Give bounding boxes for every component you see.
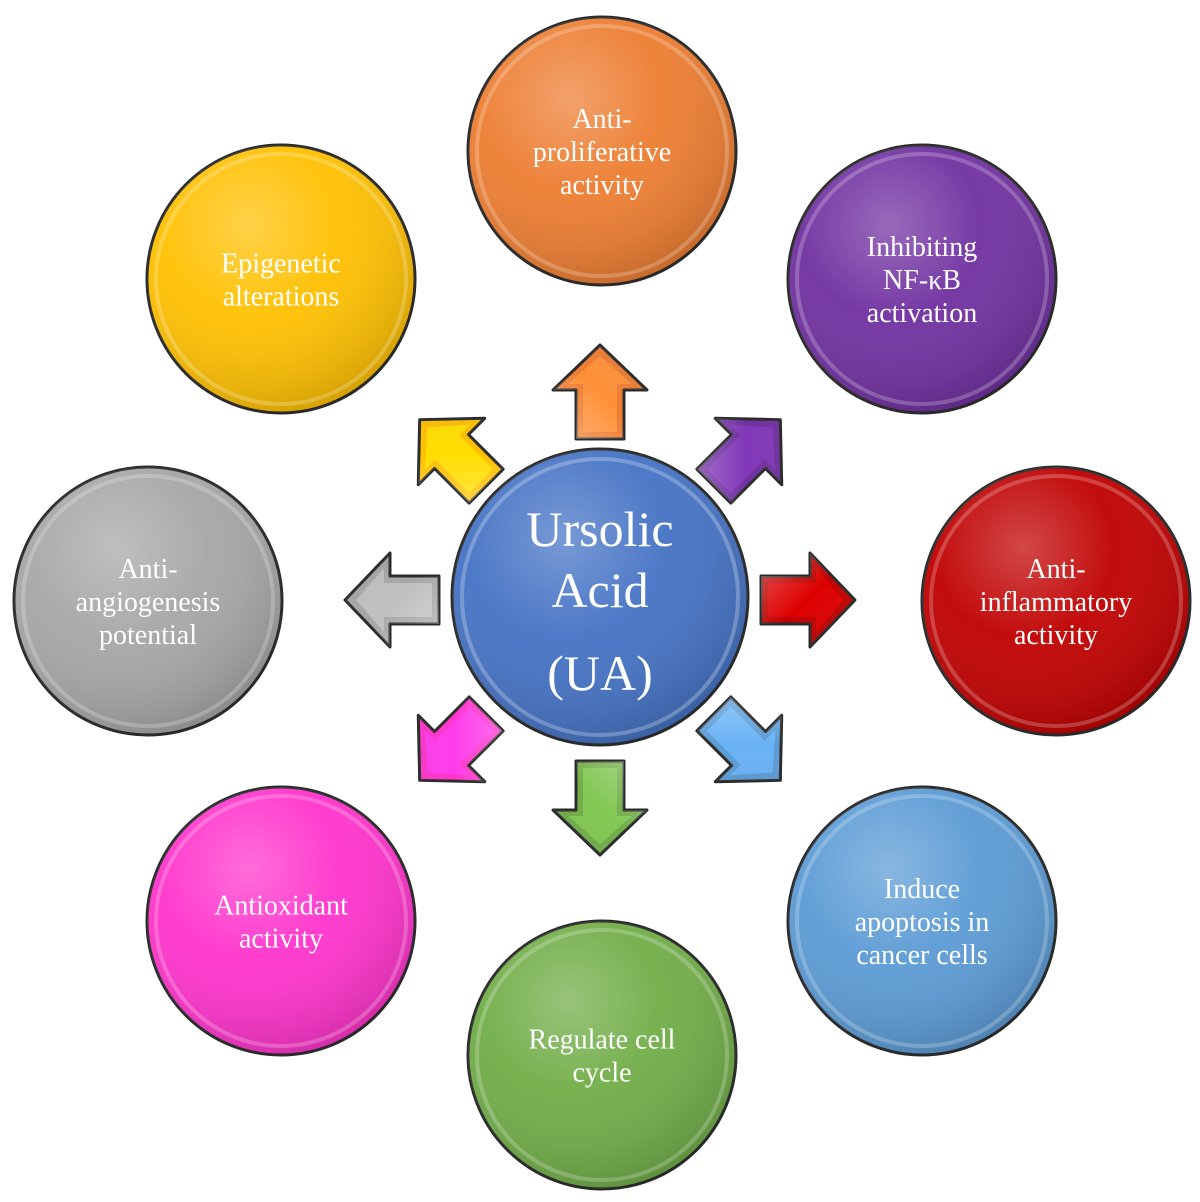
- node-label-line: Inhibiting: [867, 232, 977, 263]
- node-label-line: activity: [560, 170, 644, 201]
- arrow-gloss: [418, 418, 504, 504]
- node-label-line: proliferative: [533, 137, 671, 168]
- node-label-line: Induce: [884, 874, 960, 905]
- node-gloss: [14, 467, 282, 735]
- node-rim: [475, 928, 729, 1182]
- arrow-antioxidant: [416, 695, 505, 784]
- node-rim: [21, 474, 275, 728]
- node-label-line: alterations: [223, 281, 340, 312]
- node-label-line: activity: [1014, 620, 1098, 651]
- node-label-line: Regulate cell: [529, 1024, 676, 1055]
- outer-nodes-layer: Anti-proliferativeactivityInhibitingNF-κ…: [12, 15, 1192, 1191]
- arrows-layer: [343, 343, 857, 857]
- node-label-line: NF-κB: [883, 265, 961, 296]
- arrow-inhibiting-nfkb: [695, 416, 784, 505]
- arrow-gloss: [696, 418, 782, 504]
- center-label-line-1: Ursolic: [526, 501, 673, 557]
- center-label-line-2: Acid: [551, 562, 648, 618]
- node-label-line: cycle: [572, 1057, 631, 1088]
- node-gloss: [147, 145, 415, 413]
- node-label-line: angiogenesis: [76, 587, 221, 618]
- arrow-anti-inflammatory: [759, 551, 857, 649]
- node-rim: [154, 152, 408, 406]
- arrow-epigenetic: [416, 416, 505, 505]
- node-label-line: activity: [239, 923, 323, 954]
- arrow-gloss: [553, 345, 647, 439]
- node-label-line: Anti-: [572, 104, 631, 135]
- arrow-gloss: [761, 553, 855, 647]
- node-label-line: apoptosis in: [855, 907, 990, 938]
- center-node: Ursolic Acid (UA): [450, 447, 750, 747]
- node-gloss: [468, 17, 736, 285]
- node-label-line: cancer cells: [856, 940, 987, 971]
- arrow-gloss: [553, 761, 647, 855]
- node-label-line: inflammatory: [980, 587, 1132, 618]
- node-gloss: [922, 467, 1190, 735]
- node-label-line: Anti-: [1026, 554, 1085, 585]
- arrow-induce-apoptosis: [695, 695, 784, 784]
- arrow-regulate-cell-cycle: [551, 759, 649, 857]
- arrow-anti-angiogenesis: [343, 551, 441, 649]
- arrow-gloss: [418, 696, 504, 782]
- node-gloss: [788, 787, 1056, 1055]
- node-rim: [154, 794, 408, 1048]
- node-label-line: potential: [99, 620, 197, 651]
- node-rim: [929, 474, 1183, 728]
- arrow-gloss: [696, 696, 782, 782]
- arrow-anti-proliferative: [551, 343, 649, 441]
- arrow-gloss: [345, 553, 439, 647]
- node-rim: [795, 794, 1049, 1048]
- center-label-line-3: (UA): [547, 645, 653, 701]
- node-label-line: Epigenetic: [221, 248, 341, 279]
- node-gloss: [468, 921, 736, 1189]
- node-rim: [475, 24, 729, 278]
- node-rim: [795, 152, 1049, 406]
- node-gloss: [788, 145, 1056, 413]
- node-label-line: Anti-: [118, 554, 177, 585]
- node-label-line: activation: [867, 298, 977, 329]
- node-gloss: [147, 787, 415, 1055]
- node-label-line: Antioxidant: [214, 890, 348, 921]
